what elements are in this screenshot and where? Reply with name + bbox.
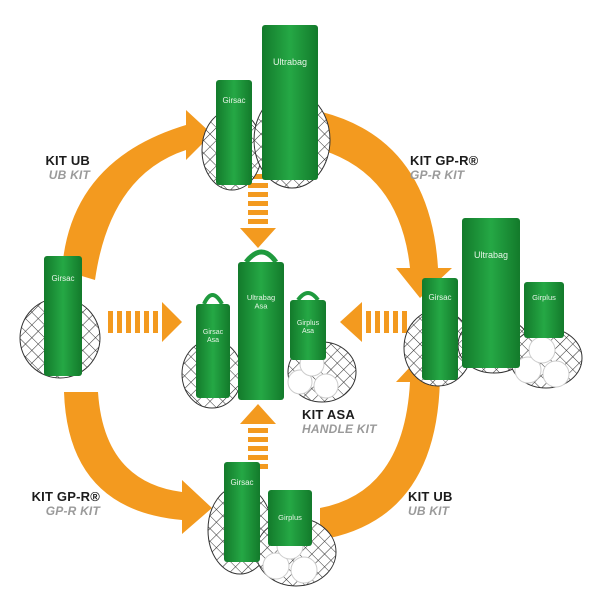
bag-label-girsac-bottom: Girsac xyxy=(230,478,253,487)
label-kit-ub-top-main: KIT UB xyxy=(45,153,90,168)
label-kit-gpr-bottom-sub: GP-R KIT xyxy=(45,503,100,518)
label-kit-gpr-top-main: KIT GP-R® xyxy=(410,153,479,168)
group-bottom: Girsac Girplus xyxy=(207,462,337,587)
group-left: Girsac xyxy=(19,256,101,379)
bag-label-girplus-right: Girplus xyxy=(532,293,556,302)
bag-girsac-right xyxy=(422,278,458,380)
bag-ultrabag-asa xyxy=(238,262,284,400)
bag-girsac-left xyxy=(44,256,82,376)
arrow-top-right xyxy=(322,112,452,298)
bag-label-girsac-left: Girsac xyxy=(51,274,74,283)
dashed-arrow-top xyxy=(240,174,276,248)
cycle-arrows xyxy=(62,110,452,540)
bag-ultrabag-right xyxy=(462,218,520,368)
bag-label-ultrabag-right: Ultrabag xyxy=(474,250,508,260)
label-kit-ub-bottom-sub: UB KIT xyxy=(408,503,450,518)
dashed-arrow-bottom xyxy=(240,404,276,469)
bag-label-girsac-right: Girsac xyxy=(428,293,451,302)
arrow-bottom-right xyxy=(320,352,452,540)
label-kit-asa: KIT ASA HANDLE KIT xyxy=(302,407,392,437)
label-kit-gpr-bottom-main: KIT GP-R® xyxy=(31,489,100,504)
label-kit-gpr-bottom: KIT GP-R® GP-R KIT xyxy=(20,489,100,519)
arrow-bottom-left xyxy=(64,392,212,534)
bag-girplus-right xyxy=(524,282,564,338)
label-kit-gpr-top-sub: GP-R KIT xyxy=(410,167,465,182)
bag-girplus-bottom xyxy=(268,490,312,546)
bag-girsac-top xyxy=(216,80,252,185)
group-right: Girsac Ultrabag Girplus xyxy=(403,218,583,389)
label-kit-asa-sub: HANDLE KIT xyxy=(302,421,377,436)
bag-label-ultrabag-top: Ultrabag xyxy=(273,57,307,67)
bag-label-girplus-bottom: Girplus xyxy=(278,513,302,522)
dashed-arrow-left xyxy=(108,302,182,342)
bag-girsac-asa xyxy=(196,304,230,398)
bag-girplus-asa xyxy=(290,300,326,360)
bag-label-girsac-top: Girsac xyxy=(222,96,245,105)
label-kit-ub-top-sub: UB KIT xyxy=(48,167,90,182)
label-kit-ub-bottom: KIT UB UB KIT xyxy=(408,489,468,519)
bag-girsac-bottom xyxy=(224,462,260,562)
label-kit-gpr-top: KIT GP-R® GP-R KIT xyxy=(410,153,500,183)
dashed-arrow-right xyxy=(340,302,407,342)
label-kit-asa-main: KIT ASA xyxy=(302,407,355,422)
label-kit-ub-bottom-main: KIT UB xyxy=(408,489,453,504)
arrow-top-left xyxy=(62,110,212,280)
group-top: Girsac Ultrabag xyxy=(201,25,331,191)
bag-ultrabag-top xyxy=(262,25,318,180)
label-kit-ub-top: KIT UB UB KIT xyxy=(40,153,90,183)
